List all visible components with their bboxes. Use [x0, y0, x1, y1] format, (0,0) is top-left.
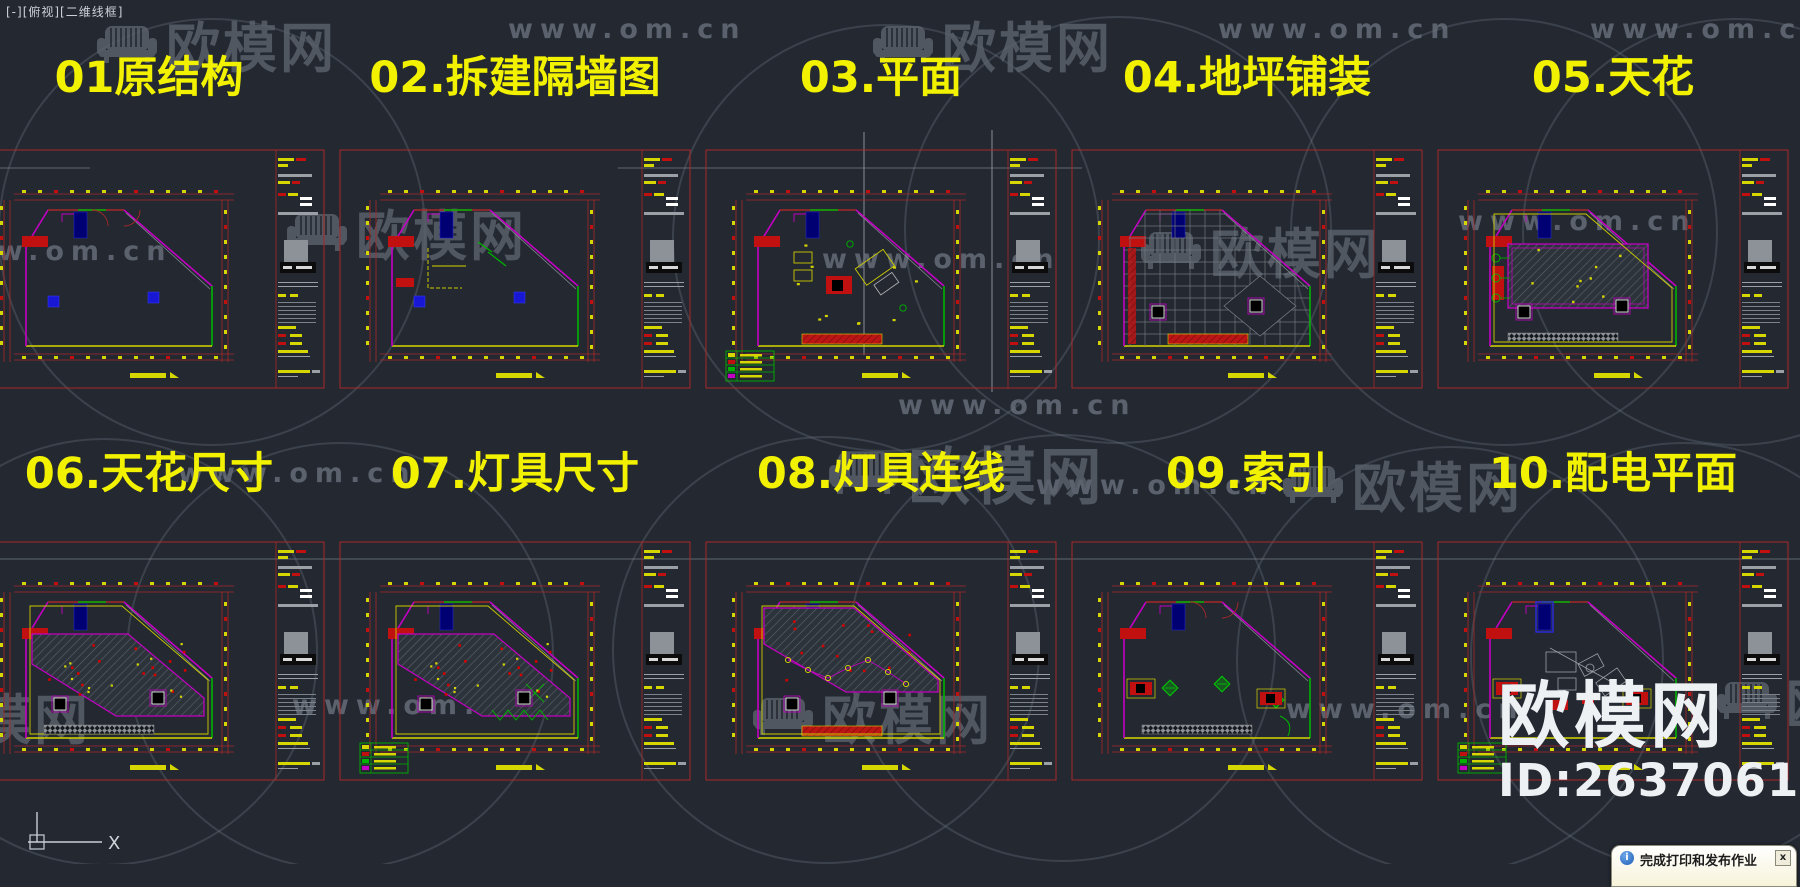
ucs-icon: X: [16, 812, 136, 868]
watermark-logo-text: 欧模网: [942, 17, 1113, 80]
sheet-drawing[interactable]: [332, 540, 698, 784]
sheet-title-05[interactable]: 05.天花: [1531, 53, 1695, 103]
sheet-drawing[interactable]: [1064, 540, 1430, 784]
sofa-icon: [873, 25, 933, 63]
watermark-logo-text: 欧模网: [0, 689, 91, 752]
sheet-title-07[interactable]: 07.灯具尺寸: [390, 449, 640, 499]
watermark-url: www.om.cn: [898, 390, 1137, 421]
sheet-title-08[interactable]: 08.灯具连线: [756, 449, 1006, 499]
info-icon: i: [1620, 851, 1634, 865]
ucs-x-label: X: [108, 833, 120, 854]
watermark-logo-text: 欧模网: [1352, 457, 1523, 520]
watermark-url: www.om.cn: [178, 458, 417, 489]
sheet-title-01[interactable]: 01原结构: [54, 53, 244, 103]
sheet-03[interactable]: 03.平面: [698, 40, 1064, 392]
watermark-logo-text: 欧模网: [166, 17, 337, 80]
watermark-logo: 欧模网: [752, 676, 993, 755]
watermark-logo: 欧模网: [828, 426, 1105, 517]
sheet-07[interactable]: 07.灯具尺寸: [332, 438, 698, 790]
sheet-05[interactable]: 05.天花: [1430, 40, 1796, 392]
watermark-url: www.om.cn: [1590, 14, 1800, 45]
sheet-drawing[interactable]: [0, 540, 332, 784]
watermark-logo: 欧模网: [96, 4, 337, 83]
viewport-controls[interactable]: [-][俯视][二维线框]: [6, 5, 124, 19]
sofa-icon: [97, 25, 157, 63]
sheet-title-06[interactable]: 06.天花尺寸: [24, 449, 274, 499]
brand-logo-text: 欧模网: [1498, 674, 1727, 758]
sheet-01[interactable]: 01原结构: [0, 40, 332, 392]
sheet-title-02[interactable]: 02.拆建隔墙图: [369, 53, 661, 103]
sheet-09[interactable]: 09.索引: [1064, 438, 1430, 790]
sheet-drawing[interactable]: [698, 540, 1064, 784]
sheet-02[interactable]: 02.拆建隔墙图: [332, 40, 698, 392]
watermark-url: www.om.cn: [508, 14, 747, 45]
sheet-title-03[interactable]: 03.平面: [799, 53, 963, 103]
sofa-icon: [1283, 465, 1343, 503]
sheet-drawing[interactable]: [1430, 540, 1796, 784]
sofa-icon: [829, 450, 899, 494]
brand-model-id: ID:2637061: [1498, 754, 1800, 807]
watermark-logo-text: 欧模网: [1786, 660, 1800, 739]
sheet-drawing[interactable]: [1430, 148, 1796, 392]
sheet-drawing[interactable]: [332, 148, 698, 392]
watermark-logo-text: 欧模网: [908, 441, 1106, 514]
sheet-drawing[interactable]: [698, 148, 1064, 392]
sheet-title-04[interactable]: 04.地坪铺装: [1122, 53, 1372, 103]
sheet-04[interactable]: 04.地坪铺装: [1064, 40, 1430, 392]
sheet-title-10[interactable]: 10.配电平面: [1488, 449, 1738, 499]
notification-close-button[interactable]: x: [1775, 850, 1791, 866]
watermark-logo-text: 欧模网: [1210, 223, 1381, 286]
watermark-logo-text: 欧模网: [822, 689, 993, 752]
watermark-logo: 欧模网: [0, 676, 91, 755]
watermark-url: www.om.cn: [1036, 470, 1275, 501]
brand-watermark: 欧模网 ID:2637061: [1498, 676, 1798, 806]
notification-balloon[interactable]: i 完成打印和发布作业 x: [1611, 845, 1797, 887]
sheet-10[interactable]: 10.配电平面: [1430, 438, 1796, 790]
sheet-06[interactable]: 06.天花尺寸: [0, 438, 332, 790]
sheet-drawing[interactable]: [0, 148, 332, 392]
watermark-logo: 欧模网: [872, 4, 1113, 83]
sheet-title-09[interactable]: 09.索引: [1165, 449, 1329, 499]
watermark-url: www.om.cn: [1458, 206, 1697, 237]
sheet-drawing[interactable]: [1064, 148, 1430, 392]
watermark-url: www.om.cn: [1218, 14, 1457, 45]
watermark-logo: 欧模网: [1282, 444, 1523, 523]
sheet-08[interactable]: 08.灯具连线: [698, 438, 1064, 790]
notification-text: 完成打印和发布作业: [1640, 854, 1758, 869]
sofa-icon: [287, 213, 347, 251]
